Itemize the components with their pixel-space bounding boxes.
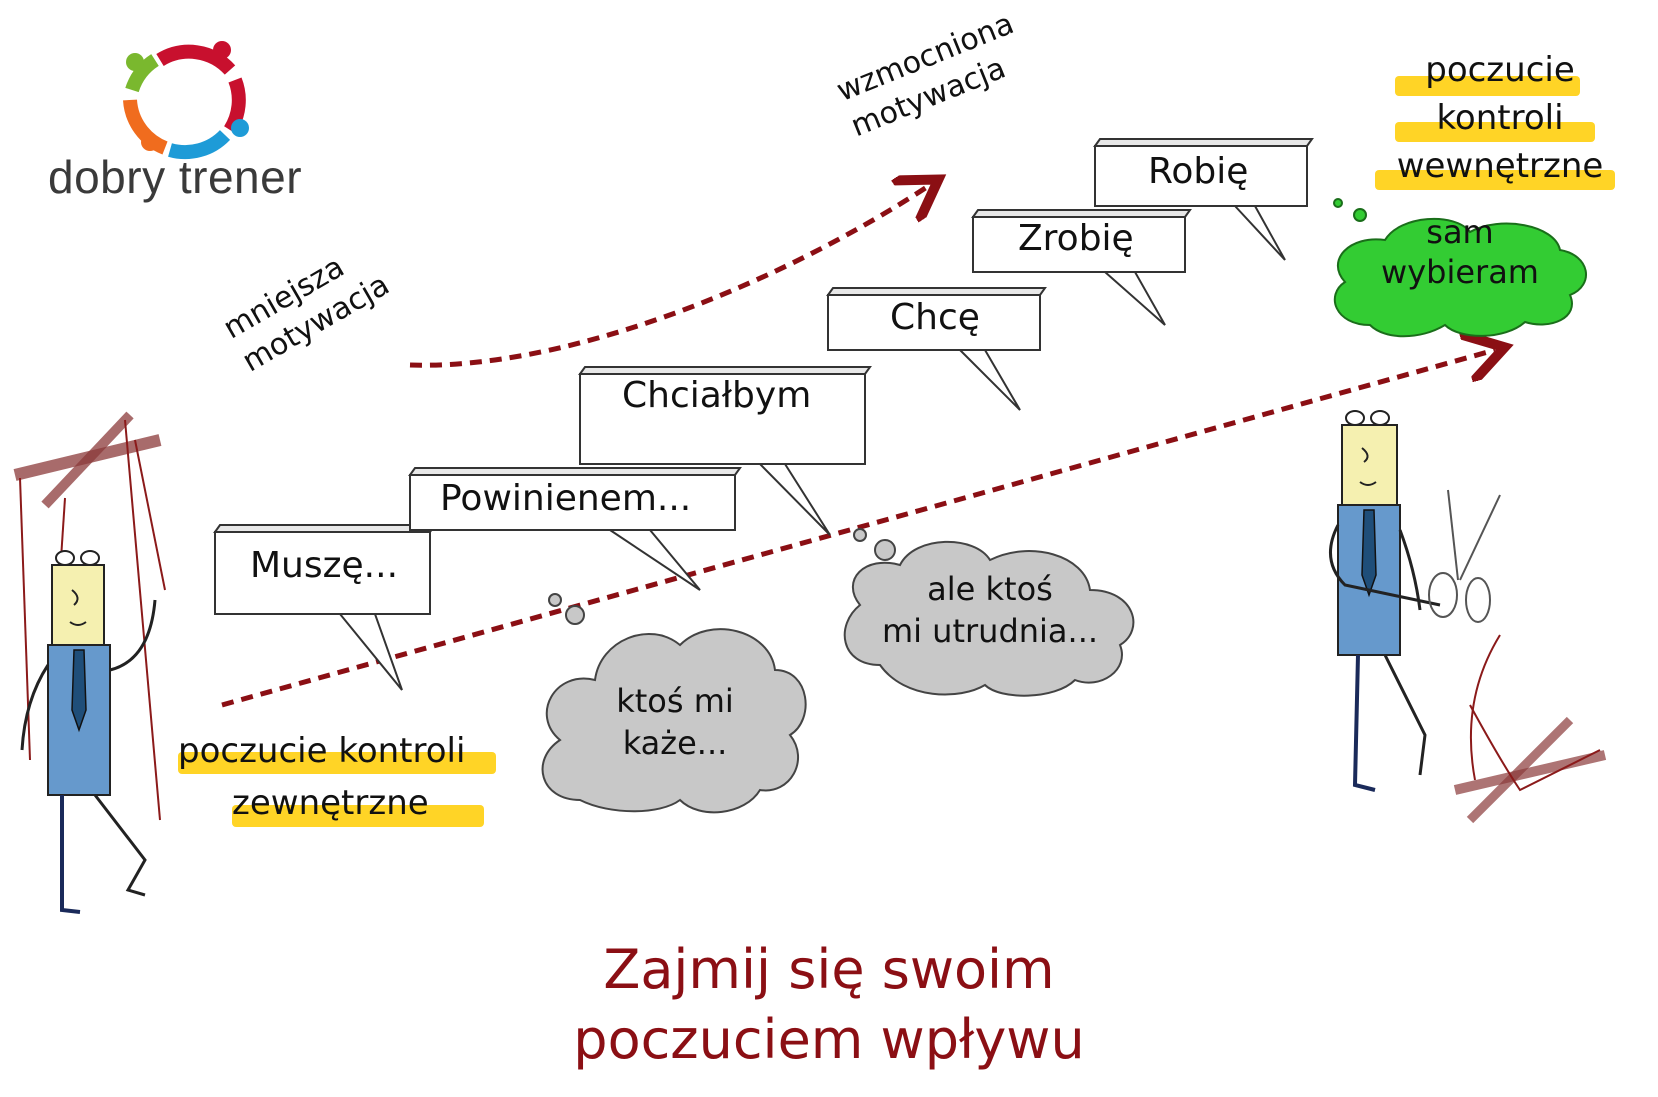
highlight-external-1 bbox=[178, 752, 496, 774]
external-control-line2: zewnętrzne bbox=[232, 783, 429, 823]
cloud-middle-line1: ale ktoś bbox=[927, 570, 1053, 608]
speech-bubbles bbox=[213, 138, 1314, 691]
page-title: Zajmij się swoim poczuciem wpływu bbox=[0, 935, 1658, 1075]
external-control-label: poczucie kontroli zewnętrzne bbox=[178, 725, 465, 829]
bubble-powinienem: Powinienem... bbox=[440, 478, 692, 519]
internal-control-line2: kontroli bbox=[1436, 98, 1564, 138]
control-arrow bbox=[221, 350, 1495, 708]
cloud-middle bbox=[843, 528, 1135, 697]
external-control-line1: poczucie kontroli bbox=[178, 731, 466, 771]
logo-text: dobry trener bbox=[48, 151, 303, 203]
page-title-line2: poczuciem wpływu bbox=[573, 1008, 1085, 1071]
scissors-icon bbox=[1428, 489, 1501, 623]
cloud-left bbox=[541, 593, 807, 814]
cloud-green-line1: sam bbox=[1426, 213, 1494, 251]
cloud-left-line2: każe... bbox=[622, 724, 728, 762]
bubble-musze: Muszę... bbox=[250, 545, 399, 586]
bubble-zrobie: Zrobię bbox=[1018, 218, 1134, 259]
free-figure-right bbox=[1328, 410, 1607, 824]
highlight-internal-3 bbox=[1375, 170, 1615, 190]
bubble-robie: Robię bbox=[1148, 151, 1249, 192]
puppet-figure-left bbox=[13, 411, 166, 914]
motivation-arrow bbox=[409, 185, 930, 368]
internal-control-line1: poczucie bbox=[1425, 50, 1575, 90]
highlight-internal-2 bbox=[1395, 122, 1595, 142]
highlight-internal-1 bbox=[1395, 76, 1580, 96]
cloud-green-text: sam wybieram bbox=[1355, 212, 1565, 292]
people-ring-icon bbox=[123, 41, 249, 160]
cloud-left-line1: ktoś mi bbox=[616, 682, 734, 720]
cloud-green bbox=[1333, 198, 1587, 338]
cloud-middle-line2: mi utrudnia... bbox=[881, 612, 1099, 650]
cloud-middle-text: ale ktoś mi utrudnia... bbox=[860, 568, 1120, 652]
cloud-left-text: ktoś mi każe... bbox=[585, 680, 765, 764]
bubble-chce: Chcę bbox=[890, 297, 980, 338]
internal-control-line3: wewnętrzne bbox=[1396, 146, 1604, 186]
internal-control-label: poczucie kontroli wewnętrzne bbox=[1375, 46, 1625, 190]
bubble-chcialbym: Chciałbym bbox=[622, 375, 812, 416]
highlight-external-2 bbox=[232, 805, 484, 827]
cloud-green-line2: wybieram bbox=[1381, 253, 1539, 291]
page-title-line1: Zajmij się swoim bbox=[603, 938, 1055, 1001]
